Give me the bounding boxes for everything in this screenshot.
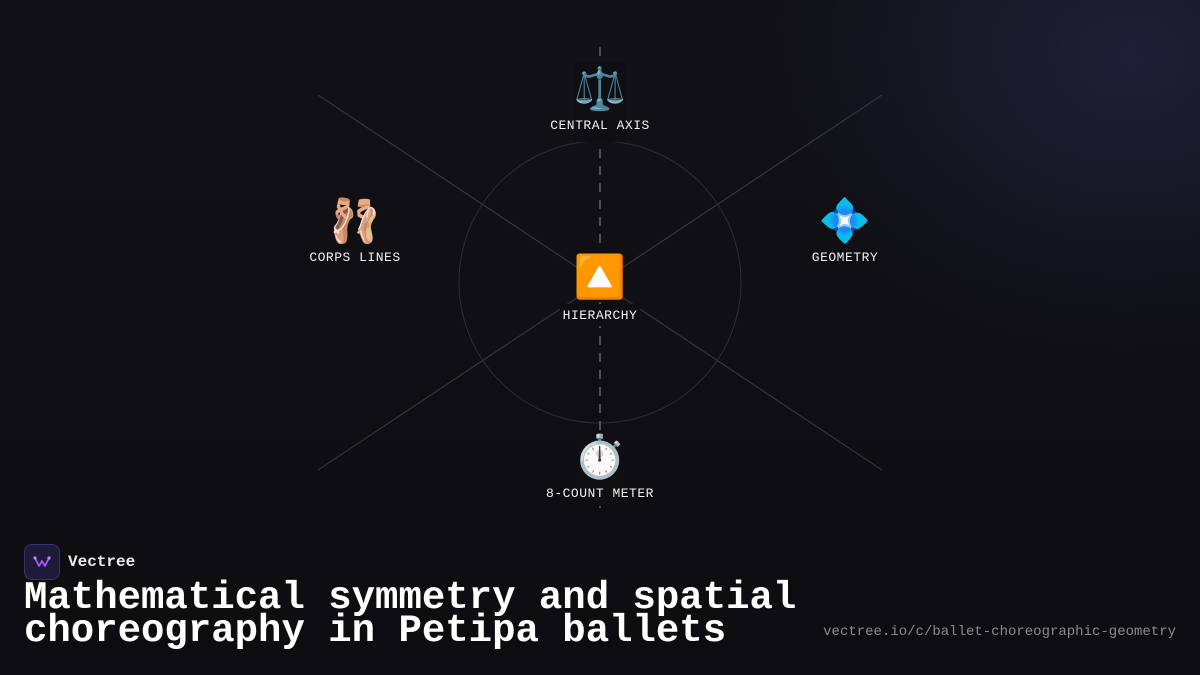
node-geometry: 💠 GEOMETRY bbox=[745, 196, 945, 265]
brand-name: Vectree bbox=[68, 553, 136, 571]
node-8-count-meter: ⏱️ 8-COUNT METER bbox=[500, 432, 700, 501]
source-url: vectree.io/c/ballet-choreographic-geomet… bbox=[823, 624, 1176, 640]
node-label: CENTRAL AXIS bbox=[550, 118, 650, 133]
ballet-shoes-icon: 🩰 bbox=[328, 196, 382, 245]
node-hierarchy: 🔼 HIERARCHY bbox=[500, 252, 700, 323]
diamond-shape-icon: 💠 bbox=[818, 196, 872, 245]
node-label: GEOMETRY bbox=[811, 250, 879, 265]
up-triangle-icon: 🔼 bbox=[573, 252, 627, 301]
page-title: Mathematical symmetry and spatial choreo… bbox=[24, 576, 797, 653]
center-icon-backdrop bbox=[578, 250, 622, 302]
node-label: HIERARCHY bbox=[562, 308, 638, 323]
stopwatch-icon: ⏱️ bbox=[573, 432, 627, 481]
balance-scale-icon: ⚖️ bbox=[573, 64, 627, 113]
node-corps-lines: 🩰 CORPS LINES bbox=[255, 196, 455, 265]
bottom-icon-backdrop bbox=[576, 432, 624, 504]
top-icon-backdrop bbox=[574, 62, 626, 142]
node-label: 8-COUNT METER bbox=[546, 486, 654, 501]
node-label: CORPS LINES bbox=[309, 250, 401, 265]
brand-logo-icon bbox=[24, 544, 60, 580]
brand: Vectree bbox=[24, 544, 135, 580]
center-label-backdrop bbox=[560, 304, 640, 326]
node-central-axis: ⚖️ CENTRAL AXIS bbox=[500, 64, 700, 133]
